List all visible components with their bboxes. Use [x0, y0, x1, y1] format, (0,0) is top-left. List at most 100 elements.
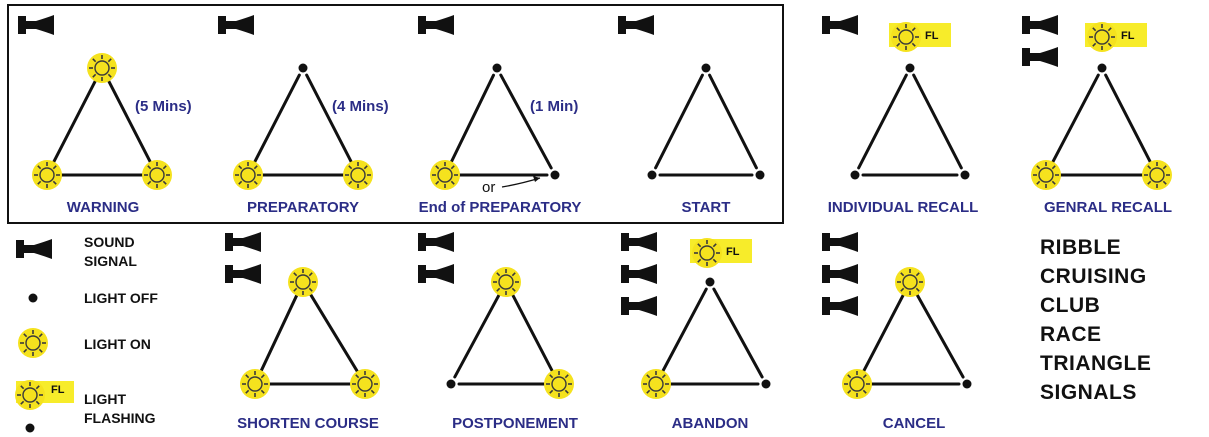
- flashing-light-icon: FL: [690, 238, 752, 268]
- legend-sound-line-2: SIGNAL: [84, 253, 137, 269]
- fl-label: FL: [925, 30, 939, 42]
- triangle-edge: [305, 73, 353, 164]
- panel-individual-recall: FL INDIVIDUAL RECALL: [822, 15, 978, 216]
- top-light-on-icon: [288, 267, 318, 297]
- title-line-3: CLUB: [1040, 294, 1100, 317]
- panel-caption: GENRAL RECALL: [1044, 199, 1172, 216]
- flashing-sun-icon: [692, 238, 722, 268]
- triangle-edge: [712, 287, 764, 379]
- horn-icon: [822, 264, 858, 284]
- top-light-on-icon: [87, 53, 117, 83]
- panel-warning: (5 Mins)WARNING: [18, 15, 192, 216]
- horn-icon: [621, 264, 657, 284]
- panel-general-recall: FL GENRAL RECALL: [1022, 15, 1172, 216]
- left-light-on-icon: [842, 369, 872, 399]
- triangle: [862, 293, 965, 386]
- triangle-edge: [309, 293, 359, 373]
- legend-flashing-sun-icon: [15, 380, 45, 410]
- top-light-off-icon: [298, 63, 308, 73]
- triangle: [52, 79, 152, 177]
- horn-icon: [418, 232, 454, 252]
- top-light-off-icon: [492, 63, 502, 73]
- triangle: [453, 293, 554, 386]
- right-light-on-icon: [142, 160, 172, 190]
- panel-preparatory: (4 Mins)PREPARATORY: [218, 15, 389, 216]
- legend-flashing-line-2: FLASHING: [84, 410, 156, 426]
- left-light-on-icon: [1031, 160, 1061, 190]
- panel-caption: CANCEL: [883, 415, 946, 432]
- horn-icon: [822, 15, 858, 35]
- top-light-off-icon: [705, 277, 715, 287]
- legend-flashing-line-1: LIGHT: [84, 391, 126, 407]
- top-light-off-icon: [905, 63, 915, 73]
- horn-icon: [618, 15, 654, 35]
- triangle-edge: [253, 73, 301, 164]
- right-light-off-icon: [962, 379, 972, 389]
- flashing-sun-icon: [891, 22, 921, 52]
- triangle: [1051, 73, 1152, 177]
- triangle-edge: [661, 287, 708, 373]
- legend-light-on-icon: [18, 328, 48, 358]
- top-light-off-icon: [1097, 63, 1107, 73]
- panel-caption: WARNING: [67, 199, 140, 216]
- panel-caption: SHORTEN COURSE: [237, 415, 379, 432]
- title-line-5: TRIANGLE: [1040, 352, 1151, 375]
- legend-fl-label: FL: [51, 384, 65, 396]
- top-light-on-icon: [491, 267, 521, 297]
- legend-light-off-icon: [28, 293, 38, 303]
- horn-icon: [1022, 47, 1058, 67]
- panel-caption: INDIVIDUAL RECALL: [828, 199, 979, 216]
- triangle-edge: [52, 79, 97, 164]
- horn-icon: [225, 232, 261, 252]
- legend-flashing-icon: FL: [15, 380, 74, 410]
- triangle-edge: [450, 73, 496, 164]
- horn-icon: [621, 232, 657, 252]
- title-line-4: RACE: [1040, 323, 1102, 346]
- triangle: [259, 293, 359, 386]
- duration-note: (4 Mins): [332, 98, 389, 115]
- right-light-on-icon: [350, 369, 380, 399]
- triangle-edge: [259, 294, 299, 372]
- horn-icon: [822, 232, 858, 252]
- triangle-edge: [857, 73, 908, 170]
- triangle: [661, 287, 764, 386]
- panel-caption: START: [682, 199, 731, 216]
- top-light-on-icon: [895, 267, 925, 297]
- triangle-edge: [654, 73, 704, 170]
- triangle-edge: [511, 293, 554, 373]
- triangle-edge: [1104, 73, 1152, 164]
- right-light-off-icon: [550, 170, 560, 180]
- flashing-light-icon: FL: [1085, 22, 1147, 52]
- signal-panels: (5 Mins)WARNING(4 Mins)PREPARATORY(1 Min…: [18, 15, 1172, 432]
- panel-caption: End of PREPARATORY: [419, 199, 582, 216]
- triangle-edge: [862, 293, 905, 373]
- arrow-head-icon: [533, 176, 540, 182]
- horn-icon: [1022, 15, 1058, 35]
- legend-sound-line-1: SOUND: [84, 234, 135, 250]
- right-light-off-icon: [761, 379, 771, 389]
- horn-icon: [418, 15, 454, 35]
- title-line-2: CRUISING: [1040, 265, 1147, 288]
- left-light-on-icon: [641, 369, 671, 399]
- panel-cancel: CANCEL: [822, 232, 972, 432]
- duration-note: (1 Min): [530, 98, 578, 115]
- triangle-edge: [453, 293, 501, 379]
- horn-icon: [418, 264, 454, 284]
- triangle-edge: [915, 293, 965, 379]
- fl-label: FL: [1121, 30, 1135, 42]
- right-light-on-icon: [1142, 160, 1172, 190]
- left-light-on-icon: [430, 160, 460, 190]
- title-line-6: SIGNALS: [1040, 381, 1137, 404]
- left-light-on-icon: [233, 160, 263, 190]
- or-label: or: [482, 179, 495, 196]
- title-line-1: RIBBLE: [1040, 236, 1121, 259]
- right-light-off-icon: [960, 170, 970, 180]
- triangle-edge: [499, 73, 553, 170]
- panel-postponement: POSTPONEMENT: [418, 232, 578, 432]
- left-light-off-icon: [647, 170, 657, 180]
- flashing-light-icon: FL: [889, 22, 951, 52]
- triangle-edge: [1051, 73, 1100, 164]
